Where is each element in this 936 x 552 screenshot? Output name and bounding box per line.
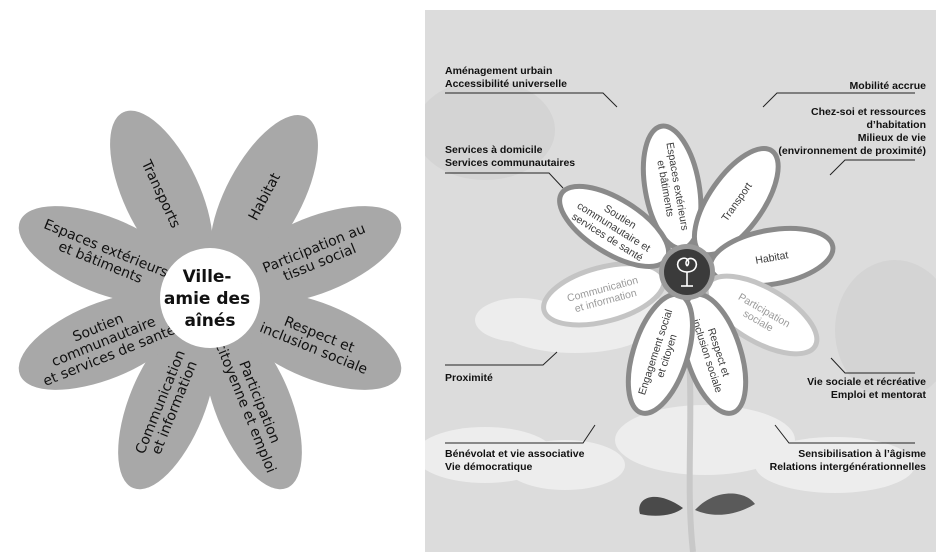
left-petal-soutien [18,292,189,390]
left-petal-shape [231,292,402,390]
callout-sensibilisation: Sensibilisation à l’âgisme Relations int… [770,448,926,474]
callout-services: Services à domicile Services communautai… [445,144,575,170]
callout-viesociale-line-2: Emploi et mentorat [830,389,926,401]
leaf-right [695,493,755,515]
center-line-2: amie des [164,289,250,309]
tree-logo-icon [676,257,698,287]
right-petal-label-communication: Communicationet information [566,274,643,316]
callout-viesociale: Vie sociale et récréative Emploi et ment… [807,376,926,402]
left-petal-shape [231,206,402,304]
callout-chezsoi-line-3: Milieux de vie [857,132,926,144]
left-center-circle [160,248,260,348]
left-petal-communication [118,319,216,490]
center-line-1: Ville- [183,267,232,287]
left-petal-habitat [210,115,318,278]
callout-mobilite: Mobilité accrue [850,80,926,93]
callout-amenagement: Aménagement urbain Accessibilité univers… [445,65,567,91]
callout-services-line-1: Services à domicile [445,144,543,156]
left-petal-citoyenne [204,319,302,490]
left-petal-respect [231,292,402,390]
callout-benevolat-line-2: Vie démocratique [445,461,533,473]
left-petal-participation [231,206,402,304]
background-shading [425,80,936,400]
left-petal-shape [118,319,216,490]
callout-proximite-line-1: Proximité [445,372,493,384]
callout-proximite: Proximité [445,372,493,385]
left-petal-shape [204,319,302,490]
callout-chezsoi-line-1: Chez-soi et ressources [811,106,926,118]
callout-amenagement-line-1: Aménagement urbain [445,65,553,77]
callout-mobilite-line-1: Mobilité accrue [849,80,926,92]
callout-amenagement-line-2: Accessibilité universelle [445,78,567,90]
right-petal-label-line: Habitat [754,249,789,267]
callout-lines [445,92,915,444]
callout-sensibilisation-line-2: Relations intergénérationnelles [769,461,926,473]
left-petal-shape [18,292,189,390]
callout-benevolat-line-1: Bénévolat et vie associative [445,448,585,460]
center-line-3: aînés [184,311,235,331]
left-petal-shape [110,110,213,277]
callout-chezsoi-line-2: d’habitation [866,119,927,131]
callout-sensibilisation-line-1: Sensibilisation à l’âgisme [798,448,926,460]
callout-benevolat: Bénévolat et vie associative Vie démocra… [445,448,585,474]
right-petal-label-habitat: Habitat [754,249,789,267]
callout-services-line-2: Services communautaires [445,157,576,169]
left-center-title: Ville- amie des aînés [164,267,256,331]
left-petal-transports [110,110,213,277]
left-petal-shape [210,115,318,278]
callout-viesociale-line-1: Vie sociale et récréative [807,376,926,388]
callout-chezsoi-line-4: (environnement de proximité) [778,145,926,157]
left-petal-shape [18,206,189,304]
left-petal-espaces [18,206,189,304]
leaf-left [639,496,683,516]
callout-chezsoi: Chez-soi et ressources d’habitation Mili… [778,106,926,158]
